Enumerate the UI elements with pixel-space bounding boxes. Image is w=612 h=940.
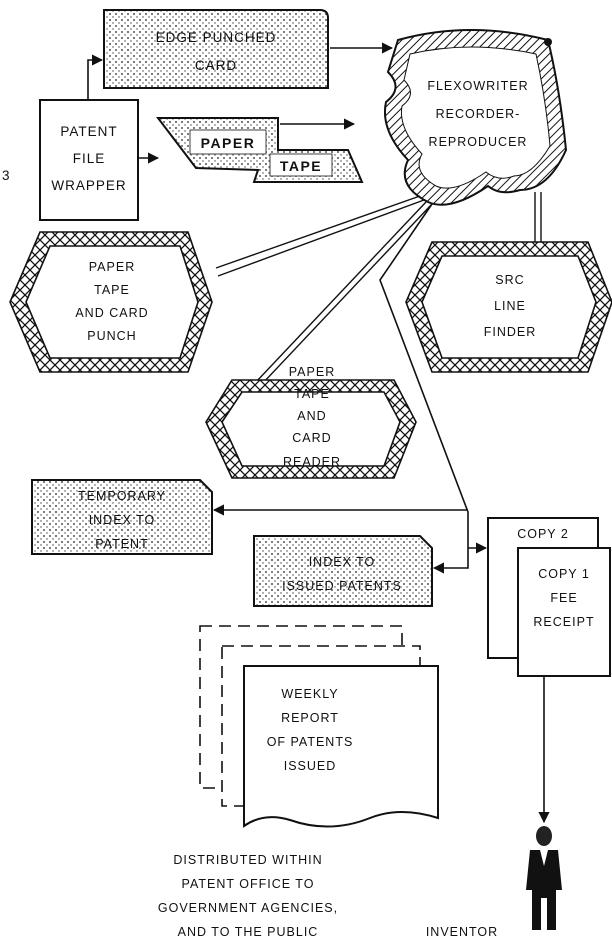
link-flexo-to-punch-b [217,199,425,277]
copy1-node: COPY 1 FEE RECEIPT [517,547,611,677]
tape-card-punch-node: PAPER TAPE AND CARD PUNCH [9,231,213,373]
punch-label-4: PUNCH [87,329,136,343]
inventor-figure-icon [526,826,562,930]
distributed-line-1: DISTRIBUTED WITHIN [173,853,322,867]
link-flexo-to-punch-a [215,195,421,269]
arrow-wrapper-to-card [87,54,104,100]
arrow-to-issued-index [432,548,469,574]
flexowriter-label-2: RECORDER- [436,107,521,121]
paper-tape-label-1: PAPER [201,135,256,151]
src-label-2: LINE [494,299,526,313]
punch-label-2: TAPE [94,283,130,297]
distributed-line-3: GOVERNMENT AGENCIES, [158,901,338,915]
distributed-line-2: PATENT OFFICE TO [182,877,315,891]
temp-index-label-3: PATENT [95,537,148,551]
reader-label-1: PAPER [289,365,335,379]
reader-label-5: READER [283,455,341,469]
flexowriter-label-3: REPRODUCER [429,135,528,149]
weekly-report-node: WEEKLY REPORT OF PATENTS ISSUED [199,625,439,828]
temp-index-label-2: INDEX TO [89,513,156,527]
src-label-1: SRC [495,273,524,287]
issued-index-label-1: INDEX TO [309,555,376,569]
file-wrapper-label-2: FILE [73,151,106,166]
src-label-3: FINDER [484,325,537,339]
punch-label-1: PAPER [89,260,135,274]
edge-card-label-2: CARD [195,58,237,73]
tape-card-reader-node: PAPER TAPE AND CARD READER [205,365,417,479]
flexowriter-node: FLEXOWRITER RECORDER- REPRODUCER [384,29,568,206]
link-flexo-to-reader-a [255,201,427,383]
copy1-label-2: FEE [550,591,577,605]
issued-index-label-2: ISSUED PATENTS [282,579,402,593]
distribution-caption: DISTRIBUTED WITHIN PATENT OFFICE TO GOVE… [158,853,338,939]
weekly-label-1: WEEKLY [281,687,338,701]
reader-label-2: TAPE [294,387,330,401]
weekly-label-3: OF PATENTS [267,735,354,749]
copy2-label: COPY 2 [517,527,569,541]
weekly-label-4: ISSUED [284,759,337,773]
reader-label-3: AND [297,409,326,423]
temp-index-label-1: TEMPORARY [78,489,166,503]
paper-tape-label-2: TAPE [280,158,322,174]
file-wrapper-label-1: PATENT [60,124,117,139]
margin-mark: 3 [2,168,11,183]
paper-tape-node: PAPER TAPE [155,117,364,183]
copy1-label-1: COPY 1 [538,567,590,581]
weekly-label-2: REPORT [281,711,339,725]
src-line-finder-node: SRC LINE FINDER [405,241,612,373]
edge-punched-card-node: EDGE PUNCHED CARD [103,9,329,89]
flexowriter-label-1: FLEXOWRITER [427,79,528,93]
link-flexo-to-reader-b [261,204,432,385]
patent-file-wrapper-node: PATENT FILE WRAPPER [39,99,139,221]
copy1-label-3: RECEIPT [533,615,594,629]
reader-label-4: CARD [292,431,331,445]
edge-card-label-1: EDGE PUNCHED [156,30,277,45]
file-wrapper-label-3: WRAPPER [51,178,126,193]
distributed-line-4: AND TO THE PUBLIC [178,925,319,939]
line-flexo-to-output [379,203,469,548]
punch-label-3: AND CARD [75,306,148,320]
issued-index-node: INDEX TO ISSUED PATENTS [253,535,433,607]
temporary-index-node: TEMPORARY INDEX TO PATENT [31,479,213,555]
inventor-label: INVENTOR [426,925,498,939]
